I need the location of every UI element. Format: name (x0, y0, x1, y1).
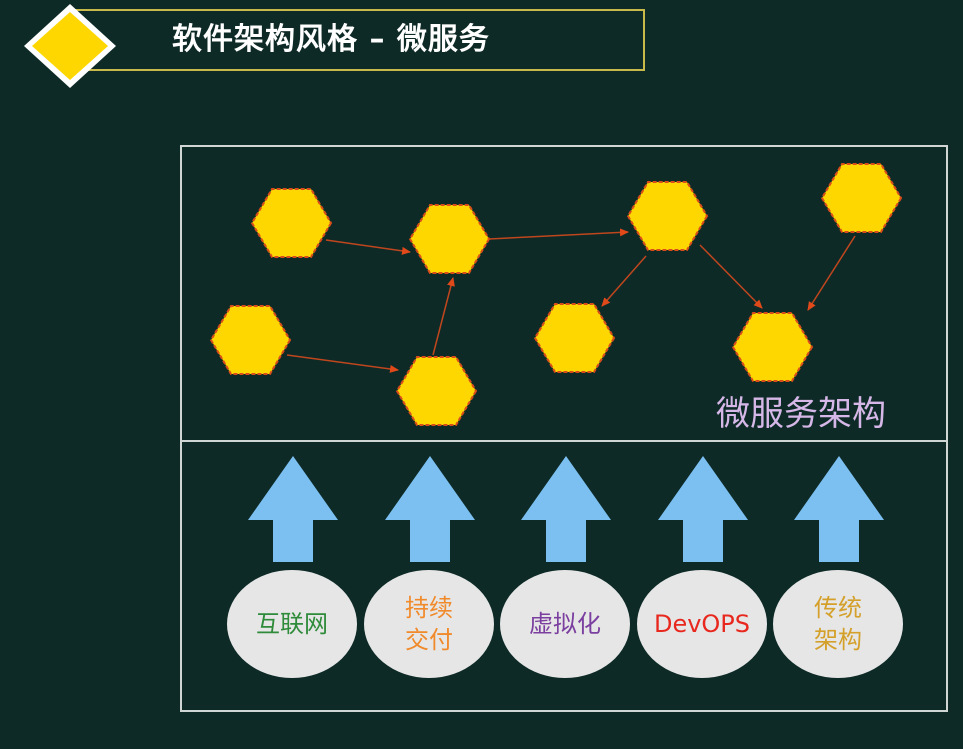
arrow-up-icon (794, 456, 884, 562)
connection-line (488, 228, 629, 240)
diamond-icon (24, 4, 116, 88)
connection-line (286, 354, 399, 373)
service-hexagon (820, 163, 903, 233)
service-connections (286, 228, 856, 373)
service-hexagon (250, 188, 333, 258)
foundation-traditional-architecture: 传统 架构 (773, 570, 903, 678)
connection-line (699, 244, 763, 309)
foundation-label: 持续 交付 (405, 594, 453, 654)
arrow-up-icon (658, 456, 748, 562)
arrow-up-icon (385, 456, 475, 562)
page-title: 软件架构风格 – 微服务 (172, 22, 490, 57)
connection-line (807, 235, 856, 311)
architecture-label: 微服务架构 (716, 394, 886, 434)
foundation-label: DevOPS (653, 610, 751, 638)
arrow-up-icon (521, 456, 611, 562)
service-hexagon (209, 305, 292, 375)
foundation-label: 虚拟化 (529, 610, 601, 638)
foundation-label: 互联网 (256, 610, 328, 638)
service-hexagon (626, 181, 709, 251)
connection-line (601, 255, 647, 307)
service-hexagon (533, 303, 616, 373)
foundation-label: 传统 架构 (814, 594, 862, 654)
service-hexagon (731, 312, 814, 382)
service-hexagon (395, 356, 478, 426)
foundation-virtualization: 虚拟化 (500, 570, 630, 678)
connection-line (432, 277, 455, 356)
foundation-panel (180, 442, 948, 712)
connection-line (325, 239, 411, 255)
service-hexagon (408, 204, 491, 274)
foundation-continuous-delivery: 持续 交付 (364, 570, 494, 678)
title-bar (65, 9, 645, 71)
foundation-devops: DevOPS (637, 570, 767, 678)
microservice-panel (180, 145, 948, 442)
arrow-up-icon (248, 456, 338, 562)
foundation-internet: 互联网 (227, 570, 357, 678)
